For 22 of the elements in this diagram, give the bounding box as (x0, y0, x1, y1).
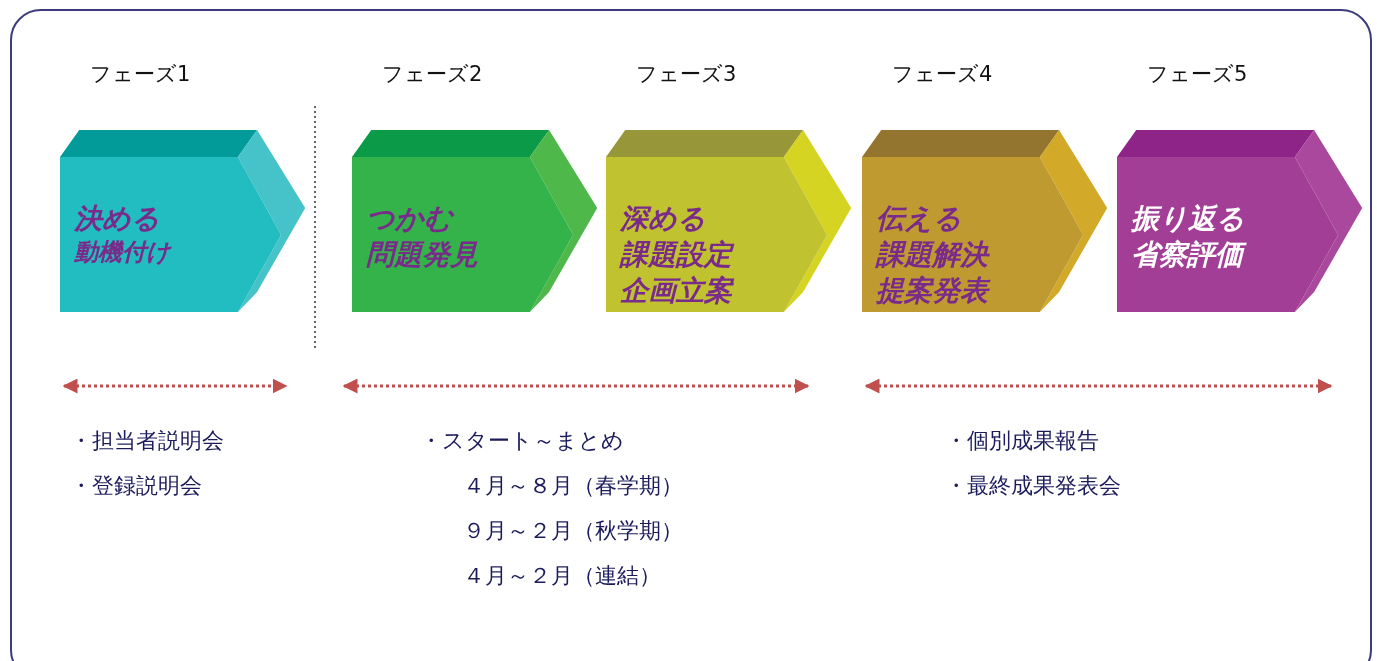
step-verb: 伝える (876, 201, 962, 237)
phase-heading: フェーズ2 (382, 61, 483, 88)
schedule-text: ・スタート～まとめ (420, 427, 624, 455)
step-task: 問題発見 (366, 237, 478, 273)
step-task: 課題解決 (876, 237, 988, 273)
schedule-text: ・個別成果報告 (945, 427, 1099, 455)
schedule-text: ・登録説明会 (70, 472, 202, 500)
phase-heading: フェーズ1 (90, 61, 191, 88)
step-verb: 決める (74, 201, 160, 237)
schedule-text: ４月～２月（連結） (463, 562, 661, 590)
step-verb: つかむ (366, 201, 453, 237)
step-task: 動機付け (74, 237, 171, 268)
schedule-text: ４月～８月（春学期） (463, 472, 683, 500)
schedule-text: ・最終成果発表会 (945, 472, 1121, 500)
schedule-text: ・担当者説明会 (70, 427, 224, 455)
step-task: 企画立案 (620, 273, 732, 309)
schedule-text: ９月～２月（秋学期） (463, 517, 683, 545)
phase-heading: フェーズ5 (1147, 61, 1248, 88)
step-verb: 深める (620, 201, 706, 237)
step-verb: 振り返る (1131, 201, 1245, 237)
phase-heading: フェーズ3 (636, 61, 737, 88)
phase-heading: フェーズ4 (892, 61, 993, 88)
